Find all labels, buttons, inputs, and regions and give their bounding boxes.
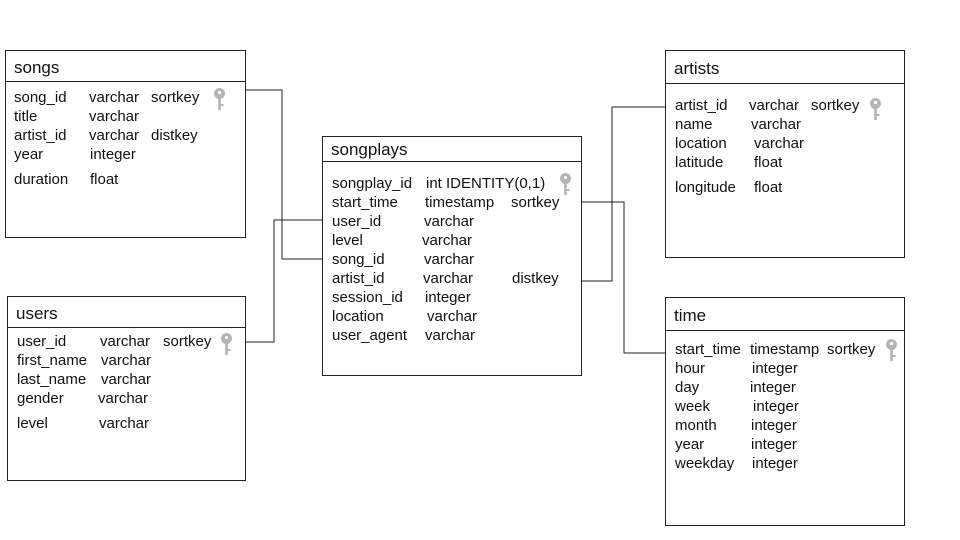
table-songplays[interactable]: songplays songplay_id int IDENTITY(0,1) …	[322, 136, 582, 376]
column-type: timestamp	[750, 341, 820, 358]
column-type: varchar	[89, 108, 140, 125]
column-type: varchar	[751, 116, 802, 133]
column-type: timestamp	[425, 194, 495, 211]
key-icon	[214, 88, 225, 110]
column-type: float	[754, 179, 783, 196]
column-type: varchar	[749, 97, 800, 114]
table-title: time	[674, 306, 707, 325]
connector-artists-songplays	[582, 106, 665, 282]
column-name: artist_id	[675, 97, 728, 114]
table-title: artists	[674, 59, 720, 78]
column-type: float	[90, 171, 119, 188]
table-songs[interactable]: songs song_id varchar sortkey title varc…	[5, 50, 246, 238]
column-name: session_id	[332, 289, 403, 306]
column-name: longitude	[675, 179, 736, 196]
column-type: integer	[90, 146, 136, 163]
column-attr: sortkey	[151, 89, 200, 106]
column-name: week	[675, 398, 711, 415]
table-body: artist_id varchar sortkey name varchar l…	[666, 84, 904, 257]
key-icon	[870, 98, 881, 120]
connector-songs-songplays	[246, 89, 322, 260]
column-name: day	[675, 379, 700, 396]
column-name: hour	[675, 360, 706, 377]
column-name: first_name	[17, 352, 88, 369]
column-type: varchar	[101, 371, 152, 388]
column-name: year	[14, 146, 44, 163]
column-type: integer	[425, 289, 471, 306]
column-type: int IDENTITY(0,1)	[426, 175, 546, 192]
column-attr: distkey	[151, 127, 198, 144]
column-type: varchar	[100, 333, 151, 350]
key-icon	[886, 339, 897, 361]
column-type: float	[754, 154, 783, 171]
column-type: integer	[750, 379, 796, 396]
key-icon	[221, 333, 232, 355]
column-name: songplay_id	[332, 175, 413, 192]
column-name: latitude	[675, 154, 724, 171]
column-type: varchar	[101, 352, 152, 369]
column-name: location	[675, 135, 727, 152]
table-title: songs	[14, 58, 60, 77]
column-type: varchar	[89, 89, 140, 106]
column-name: user_id	[332, 213, 382, 230]
column-type: varchar	[422, 232, 473, 249]
column-type: varchar	[89, 127, 140, 144]
column-type: integer	[752, 360, 798, 377]
column-name: start_time	[675, 341, 741, 358]
table-body: song_id varchar sortkey title varchar ar…	[6, 82, 245, 237]
column-name: name	[675, 116, 713, 133]
column-type: varchar	[425, 327, 476, 344]
column-name: level	[17, 415, 48, 432]
column-name: weekday	[675, 455, 735, 472]
column-type: varchar	[98, 390, 149, 407]
column-name: song_id	[332, 251, 385, 268]
column-name: last_name	[17, 371, 87, 388]
column-name: year	[675, 436, 705, 453]
table-body: start_time timestamp sortkey hour intege…	[666, 331, 904, 525]
column-name: song_id	[14, 89, 67, 106]
column-name: artist_id	[332, 270, 385, 287]
column-attr: distkey	[512, 270, 559, 287]
column-name: start_time	[332, 194, 398, 211]
table-header: songs	[6, 51, 245, 82]
column-name: title	[14, 108, 38, 125]
connector-time-songplays	[582, 201, 665, 354]
column-name: month	[675, 417, 717, 434]
key-icon	[560, 173, 571, 195]
column-name: user_agent	[332, 327, 408, 344]
table-time[interactable]: time start_time timestamp sortkey hour i…	[665, 297, 905, 526]
column-name: level	[332, 232, 363, 249]
column-name: duration	[14, 171, 69, 188]
table-header: artists	[666, 51, 904, 84]
column-type: varchar	[427, 308, 478, 325]
column-name: location	[332, 308, 384, 325]
column-type: integer	[751, 417, 797, 434]
column-type: varchar	[424, 251, 475, 268]
connector-users-songplays	[246, 219, 322, 343]
column-name: artist_id	[14, 127, 67, 144]
column-type: integer	[753, 398, 799, 415]
table-title: users	[16, 304, 58, 323]
table-title: songplays	[331, 140, 408, 159]
table-header: songplays	[323, 137, 581, 162]
table-header: time	[666, 298, 904, 331]
column-attr: sortkey	[827, 341, 876, 358]
column-type: integer	[752, 455, 798, 472]
column-attr: sortkey	[163, 333, 212, 350]
table-header: users	[8, 297, 245, 328]
column-name: gender	[17, 390, 64, 407]
column-name: user_id	[17, 333, 67, 350]
column-type: varchar	[423, 270, 474, 287]
table-body: songplay_id int IDENTITY(0,1) start_time…	[323, 162, 581, 375]
column-type: integer	[751, 436, 797, 453]
table-artists[interactable]: artists artist_id varchar sortkey name v…	[665, 50, 905, 258]
column-type: varchar	[754, 135, 805, 152]
column-type: varchar	[424, 213, 475, 230]
column-type: varchar	[99, 415, 150, 432]
table-body: user_id varchar sortkey first_name varch…	[8, 328, 245, 480]
table-users[interactable]: users user_id varchar sortkey first_name…	[7, 296, 246, 481]
column-attr: sortkey	[811, 97, 860, 114]
column-attr: sortkey	[511, 194, 560, 211]
